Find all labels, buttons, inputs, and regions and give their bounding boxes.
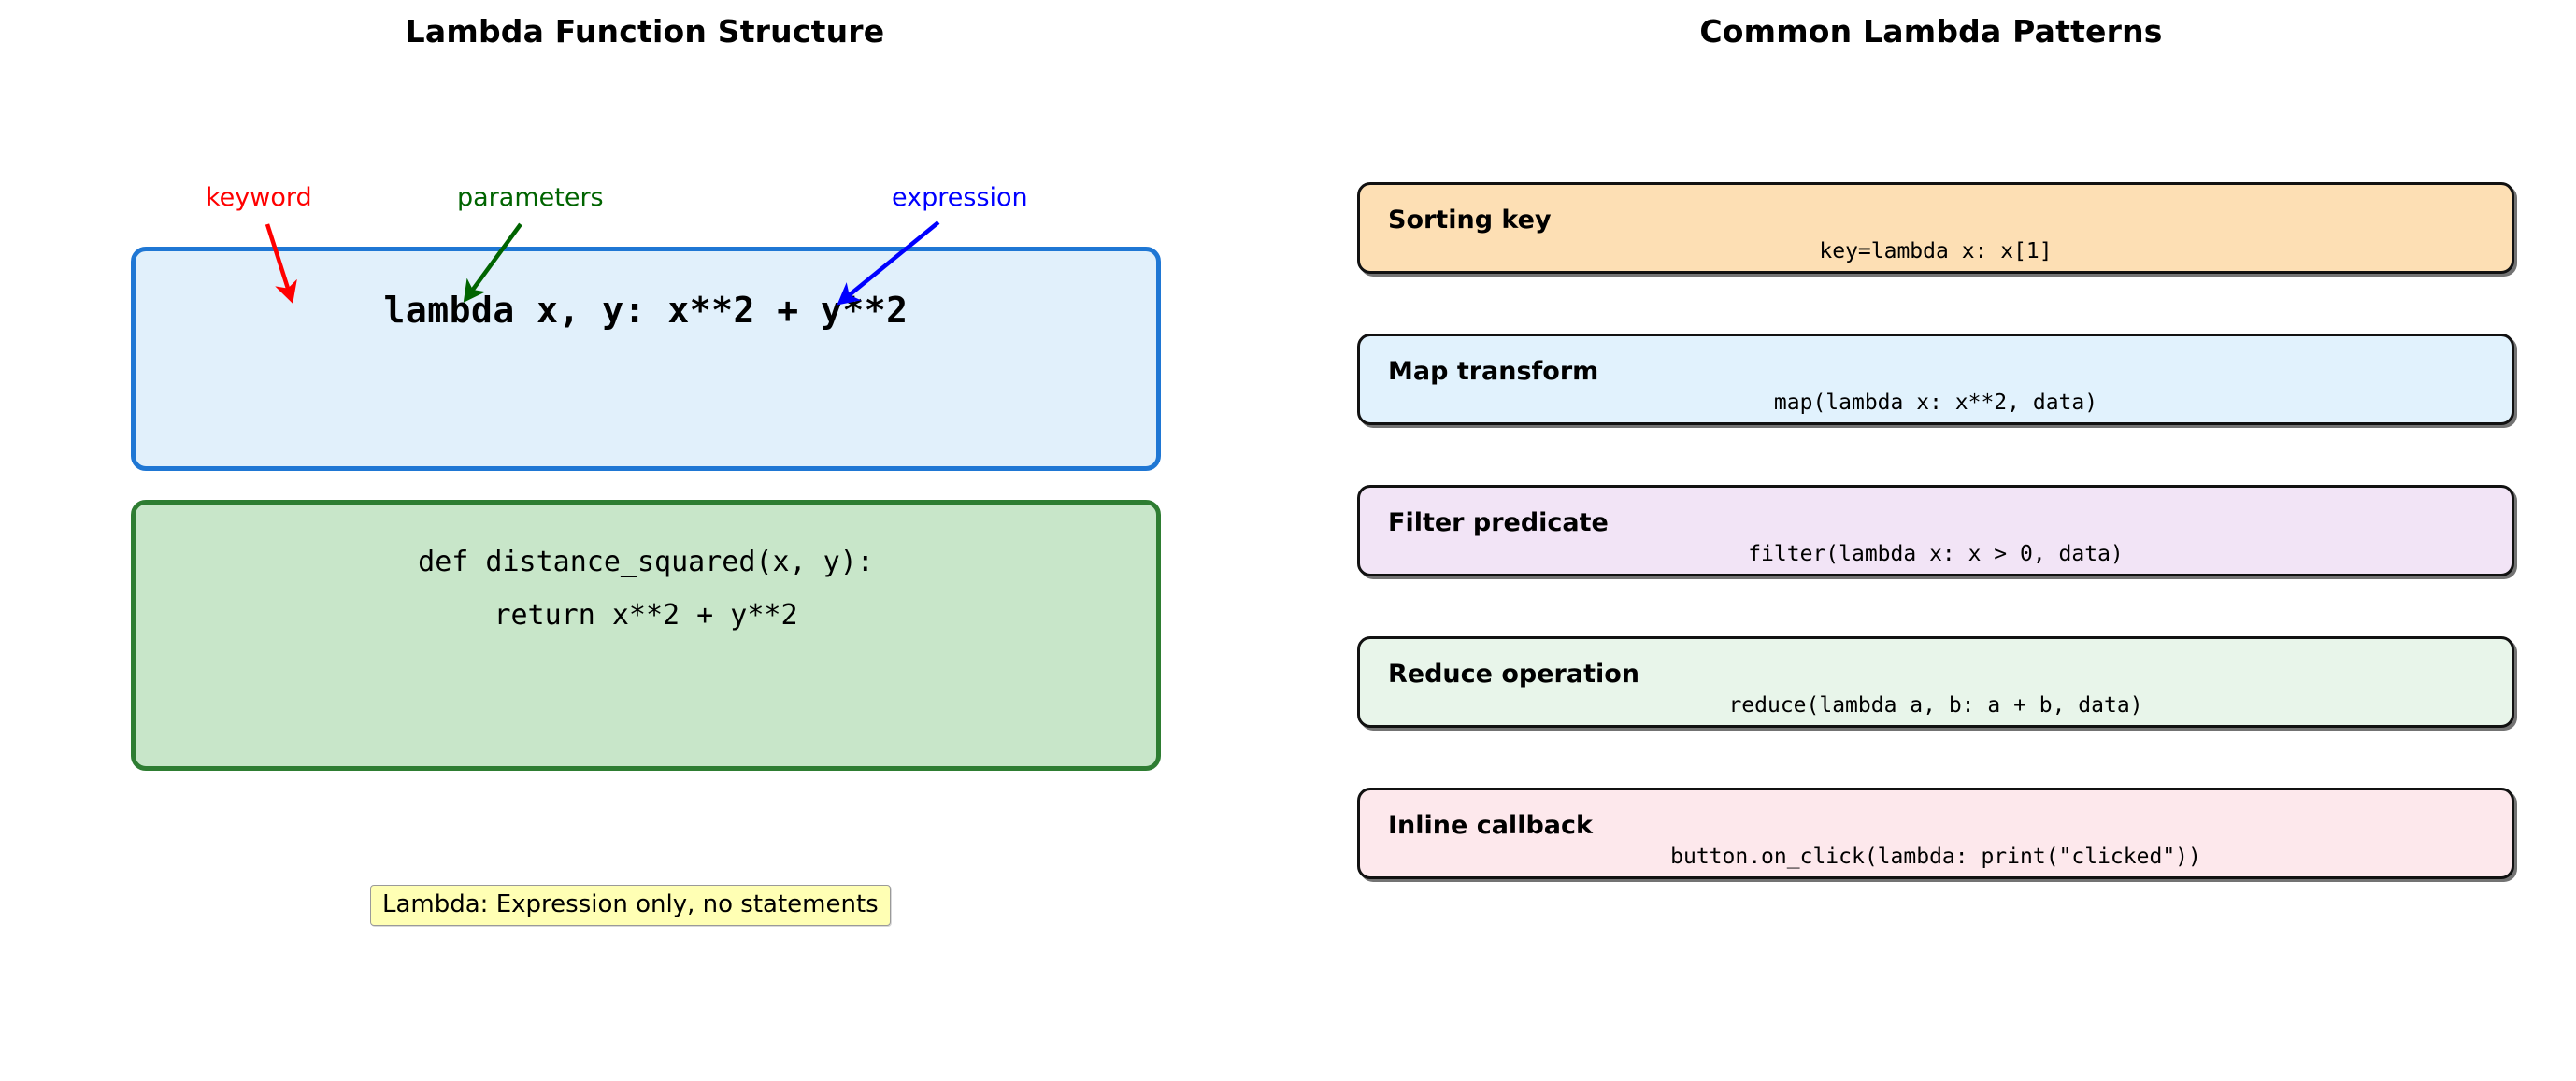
pattern-title: Map transform [1388,357,1599,386]
left-panel-title: Lambda Function Structure [405,13,885,50]
pattern-title: Sorting key [1388,206,1552,235]
lambda-note-callout: Lambda: Expression only, no statements [370,885,891,926]
pattern-title: Filter predicate [1388,508,1609,537]
pattern-code: map(lambda x: x**2, data) [1773,391,2098,415]
pattern-card-sorting-key: Sorting key key=lambda x: x[1] [1357,182,2514,274]
pattern-card-map-transform: Map transform map(lambda x: x**2, data) [1357,334,2514,425]
def-function-box: def distance_squared(x, y): return x**2 … [131,500,1161,771]
pattern-code: key=lambda x: x[1] [1819,239,2053,263]
lambda-expression-box: lambda x, y: x**2 + y**2 [131,247,1161,471]
pattern-code: filter(lambda x: x > 0, data) [1748,542,2124,566]
pattern-code: reduce(lambda a, b: a + b, data) [1728,693,2143,718]
def-signature-line: def distance_squared(x, y): [418,546,874,578]
annotation-label-expression: expression [892,183,1028,212]
pattern-title: Inline callback [1388,811,1593,840]
lambda-expression-code: lambda x, y: x**2 + y**2 [383,290,909,331]
def-return-line: return x**2 + y**2 [494,599,798,632]
pattern-code: button.on_click(lambda: print("clicked")… [1670,845,2201,869]
pattern-card-reduce-operation: Reduce operation reduce(lambda a, b: a +… [1357,636,2514,728]
annotation-label-keyword: keyword [206,183,312,212]
pattern-card-filter-predicate: Filter predicate filter(lambda x: x > 0,… [1357,485,2514,576]
annotation-label-parameters: parameters [457,183,604,212]
right-panel-title: Common Lambda Patterns [1699,13,2163,50]
pattern-title: Reduce operation [1388,660,1640,689]
pattern-card-inline-callback: Inline callback button.on_click(lambda: … [1357,788,2514,879]
